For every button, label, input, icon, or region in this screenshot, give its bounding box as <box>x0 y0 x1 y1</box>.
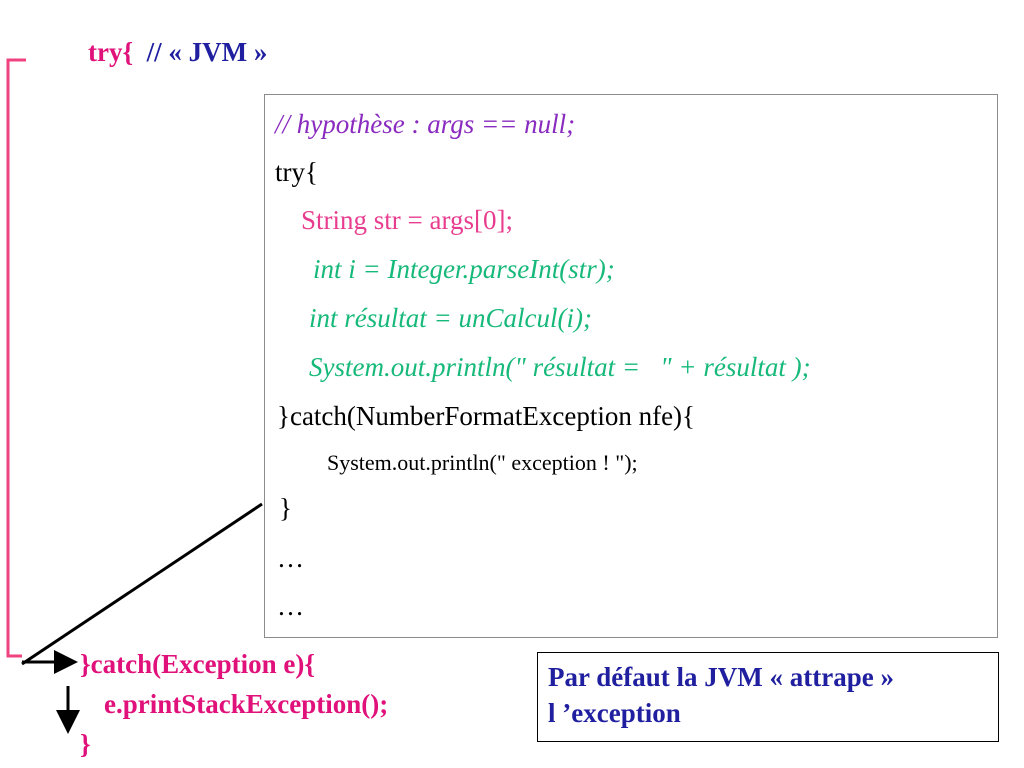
header-jvm-comment: // « JVM » <box>146 37 268 67</box>
code-ellipsis-line-2: … <box>277 591 304 621</box>
code-ellipsis-line-1: … <box>277 543 304 573</box>
code-panel: // hypothèse : args == null; try{ String… <box>264 94 998 638</box>
exception-propagation-line <box>21 502 263 666</box>
note-box: Par défaut la JVM « attrape » l ’excepti… <box>537 652 999 742</box>
code-println-line: System.out.println(" résultat = " + résu… <box>309 352 811 382</box>
code-exception-println-line: System.out.println(" exception ! "); <box>327 450 638 475</box>
outer-close-brace-line: } <box>80 729 91 759</box>
header-try-keyword: try{ <box>88 37 134 67</box>
outer-catch-line: }catch(Exception e){ <box>80 649 315 679</box>
note-line-1: Par défaut la JVM « attrape » <box>548 662 894 692</box>
outer-printstack-line: e.printStackException(); <box>104 689 389 719</box>
try-scope-bracket <box>6 58 26 658</box>
note-line-2: l ’exception <box>548 698 681 728</box>
code-comment-line: // hypothèse : args == null; <box>275 109 576 139</box>
code-string-line: String str = args[0]; <box>301 205 513 235</box>
code-calcul-line: int résultat = unCalcul(i); <box>309 303 592 333</box>
code-parseint-line: int i = Integer.parseInt(str); <box>313 254 615 284</box>
code-catch-nfe-line: }catch(NumberFormatException nfe){ <box>277 401 696 431</box>
header-line: try{ // « JVM » <box>88 34 267 70</box>
code-try-line: try{ <box>275 157 318 187</box>
code-close-brace-line: } <box>279 493 292 523</box>
